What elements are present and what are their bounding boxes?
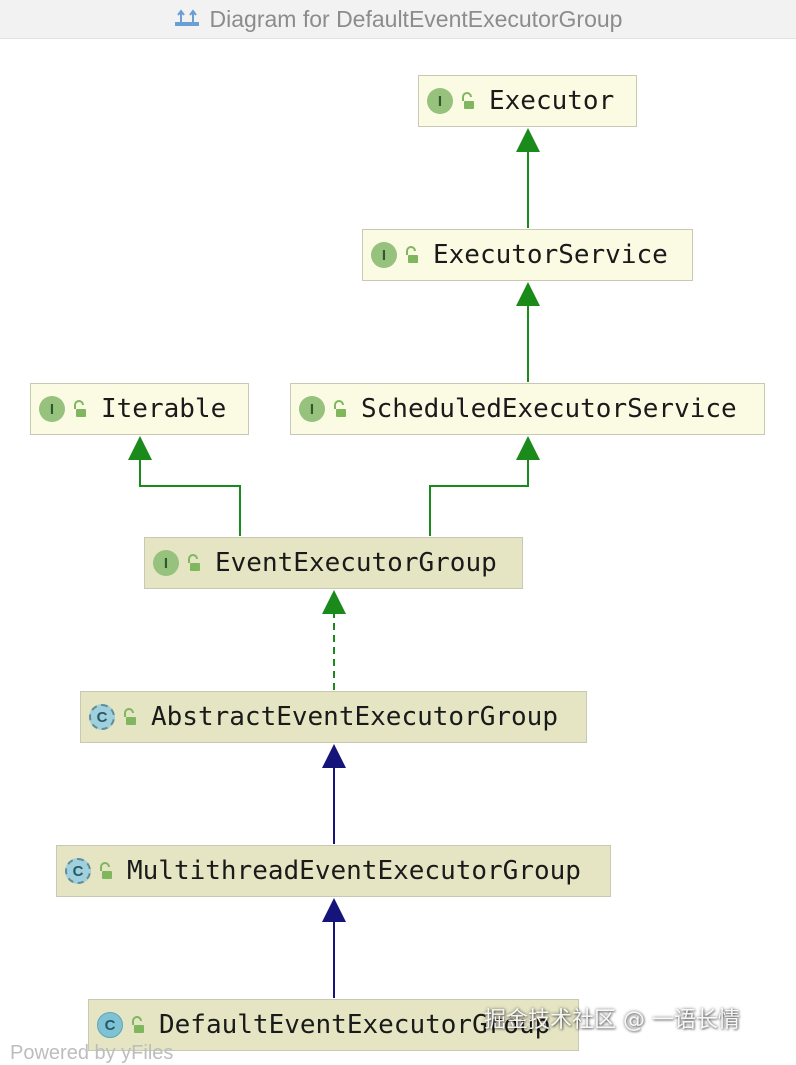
arrowhead-abstract	[322, 744, 346, 768]
node-label: Executor	[489, 86, 615, 116]
interface-badge-icon: I	[153, 550, 179, 576]
interface-badge-icon: I	[427, 88, 453, 114]
unlocked-padlock-icon	[462, 92, 474, 109]
arrowhead-executorservice	[516, 282, 540, 306]
node-label: Iterable	[101, 394, 227, 424]
node-executor[interactable]: I Executor	[418, 75, 637, 127]
node-multithread-event-executor-group[interactable]: C MultithreadEventExecutorGroup	[56, 845, 611, 897]
edge-eventexecutorgroup-iterable	[139, 460, 241, 536]
unlocked-padlock-icon	[334, 400, 346, 417]
unlocked-padlock-icon	[406, 246, 418, 263]
node-label: EventExecutorGroup	[215, 548, 497, 578]
arrowhead-iterable	[128, 436, 152, 460]
node-iterable[interactable]: I Iterable	[30, 383, 249, 435]
abstract-class-badge-icon: C	[65, 858, 91, 884]
unlocked-padlock-icon	[188, 554, 200, 571]
node-label: DefaultEventExecutorGroup	[159, 1010, 551, 1040]
watermark: 掘金技术社区 @ 一语长情	[484, 1008, 740, 1033]
interface-badge-icon: I	[371, 242, 397, 268]
arrowhead-executor	[516, 128, 540, 152]
window-title: Diagram for DefaultEventExecutorGroup	[209, 5, 623, 32]
class-badge-icon: C	[97, 1012, 123, 1038]
node-executor-service[interactable]: I ExecutorService	[362, 229, 693, 281]
node-label: MultithreadEventExecutorGroup	[127, 856, 581, 886]
node-label: AbstractEventExecutorGroup	[151, 702, 558, 732]
unlocked-padlock-icon	[100, 862, 112, 879]
powered-by-label: Powered by yFiles	[10, 1042, 174, 1064]
interface-badge-icon: I	[39, 396, 65, 422]
node-label: ScheduledExecutorService	[361, 394, 737, 424]
edge-eventexecutorgroup-scheduled	[429, 460, 529, 536]
window-title-bar: Diagram for DefaultEventExecutorGroup	[0, 0, 796, 39]
unlocked-padlock-icon	[74, 400, 86, 417]
node-default-event-executor-group[interactable]: C DefaultEventExecutorGroup	[88, 999, 579, 1051]
unlocked-padlock-icon	[132, 1016, 144, 1033]
arrowhead-eventexecutorgroup	[322, 590, 346, 614]
interface-badge-icon: I	[299, 396, 325, 422]
hierarchy-diagram-icon	[174, 9, 199, 26]
node-abstract-event-executor-group[interactable]: C AbstractEventExecutorGroup	[80, 691, 587, 743]
abstract-class-badge-icon: C	[89, 704, 115, 730]
node-event-executor-group[interactable]: I EventExecutorGroup	[144, 537, 523, 589]
node-scheduled-executor-service[interactable]: I ScheduledExecutorService	[290, 383, 765, 435]
arrowhead-multithread	[322, 898, 346, 922]
arrowhead-scheduled	[516, 436, 540, 460]
node-label: ExecutorService	[433, 240, 668, 270]
unlocked-padlock-icon	[124, 708, 136, 725]
